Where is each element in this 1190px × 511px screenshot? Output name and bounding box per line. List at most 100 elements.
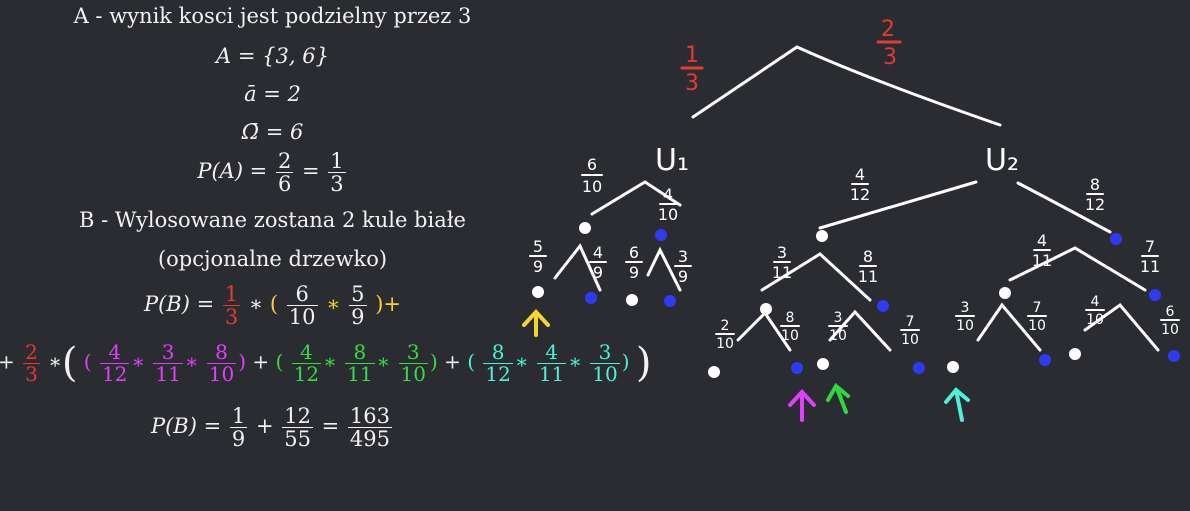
u1-rr-prob: 39	[674, 247, 692, 286]
svg-text:3: 3	[834, 310, 843, 326]
optional-tree-note: (opcjonalne drzewko)	[157, 247, 388, 271]
node-white	[817, 358, 829, 370]
tree-arrows	[522, 309, 970, 422]
urn-u1-label: U₁	[655, 143, 689, 178]
svg-text:3: 3	[777, 243, 787, 262]
node-white	[760, 303, 772, 315]
node-blue	[655, 229, 667, 241]
a-left-prob: 311	[772, 243, 792, 282]
svg-text:3: 3	[961, 300, 970, 316]
tree-branches	[553, 45, 1160, 352]
c6-prob: 710	[1027, 300, 1047, 334]
node-white	[999, 287, 1011, 299]
svg-text:2: 2	[881, 17, 895, 42]
node-blue	[585, 292, 597, 304]
node-blue	[1149, 289, 1161, 301]
urn-u2-label: U₂	[985, 143, 1019, 178]
event-a-description: A - wynik kosci jest podzielny przez 3	[73, 4, 472, 28]
svg-text:10: 10	[781, 328, 799, 344]
svg-text:10: 10	[1028, 318, 1046, 334]
node-blue	[1110, 233, 1122, 245]
arrow-up-icon	[944, 387, 970, 422]
c1-prob: 210	[715, 318, 735, 352]
node-white	[947, 361, 959, 373]
svg-text:7: 7	[906, 314, 915, 330]
u2-left-prob: 412	[850, 165, 870, 204]
a-count: ā = 2	[244, 82, 301, 106]
arrow-up-icon	[826, 382, 850, 414]
node-blue	[877, 300, 889, 312]
svg-text:6: 6	[629, 243, 639, 262]
svg-text:7: 7	[1033, 300, 1042, 316]
c5-prob: 310	[955, 300, 975, 334]
u2-right-prob: 812	[1085, 175, 1105, 214]
u1-lr-prob: 49	[589, 243, 607, 282]
c2-prob: 810	[780, 310, 800, 344]
node-white	[532, 286, 544, 298]
svg-text:4: 4	[1037, 231, 1047, 250]
node-white	[708, 366, 720, 378]
svg-text:9: 9	[629, 263, 639, 282]
b-right-prob: 711	[1140, 237, 1160, 276]
svg-text:8: 8	[786, 310, 795, 326]
svg-text:9: 9	[533, 257, 543, 276]
svg-text:10: 10	[829, 328, 847, 344]
c7-prob: 410	[1085, 294, 1105, 328]
math-panel: A - wynik kosci jest podzielny przez 3 A…	[0, 0, 652, 511]
node-blue	[1168, 350, 1180, 362]
svg-text:3: 3	[685, 71, 699, 96]
node-white	[579, 222, 591, 234]
svg-text:3: 3	[883, 45, 897, 70]
svg-text:3: 3	[678, 247, 688, 266]
omega-count: Ω̄ = 6	[241, 120, 304, 144]
probability-tree: U₁ U₂ 13 23 610 410 59 49 69 39 412 812 …	[522, 17, 1180, 422]
svg-text:10: 10	[1161, 322, 1179, 338]
u1-right-prob: 410	[658, 185, 678, 224]
svg-text:1: 1	[685, 43, 699, 68]
svg-text:10: 10	[901, 332, 919, 348]
node-blue	[664, 295, 676, 307]
svg-text:10: 10	[658, 205, 678, 224]
root-left-prob: 13	[680, 43, 704, 96]
node-white	[816, 230, 828, 242]
svg-text:6: 6	[587, 155, 597, 174]
root-right-prob: 23	[876, 17, 902, 70]
arrow-up-icon	[788, 389, 816, 422]
tree-nodes	[532, 222, 1180, 378]
svg-text:7: 7	[1145, 237, 1155, 256]
svg-text:10: 10	[956, 318, 974, 334]
svg-text:8: 8	[1090, 175, 1100, 194]
svg-text:4: 4	[855, 165, 865, 184]
svg-text:8: 8	[863, 247, 873, 266]
svg-text:11: 11	[1140, 257, 1160, 276]
svg-text:10: 10	[582, 177, 602, 196]
svg-text:4: 4	[593, 243, 603, 262]
svg-text:4: 4	[1091, 294, 1100, 310]
node-blue	[791, 362, 803, 374]
svg-text:9: 9	[678, 267, 688, 286]
svg-text:2: 2	[721, 318, 730, 334]
node-white	[1069, 348, 1081, 360]
svg-text:11: 11	[858, 267, 878, 286]
u1-rl-prob: 69	[625, 243, 643, 282]
svg-text:5: 5	[533, 237, 543, 256]
a-right-prob: 811	[858, 247, 878, 286]
node-blue	[1039, 354, 1051, 366]
svg-text:12: 12	[1085, 195, 1105, 214]
arrow-up-icon	[522, 309, 550, 337]
svg-text:10: 10	[1086, 312, 1104, 328]
u1-left-prob: 610	[581, 155, 603, 196]
node-blue	[913, 362, 925, 374]
set-a: A = {3, 6}	[216, 44, 329, 68]
svg-text:4: 4	[663, 185, 673, 204]
